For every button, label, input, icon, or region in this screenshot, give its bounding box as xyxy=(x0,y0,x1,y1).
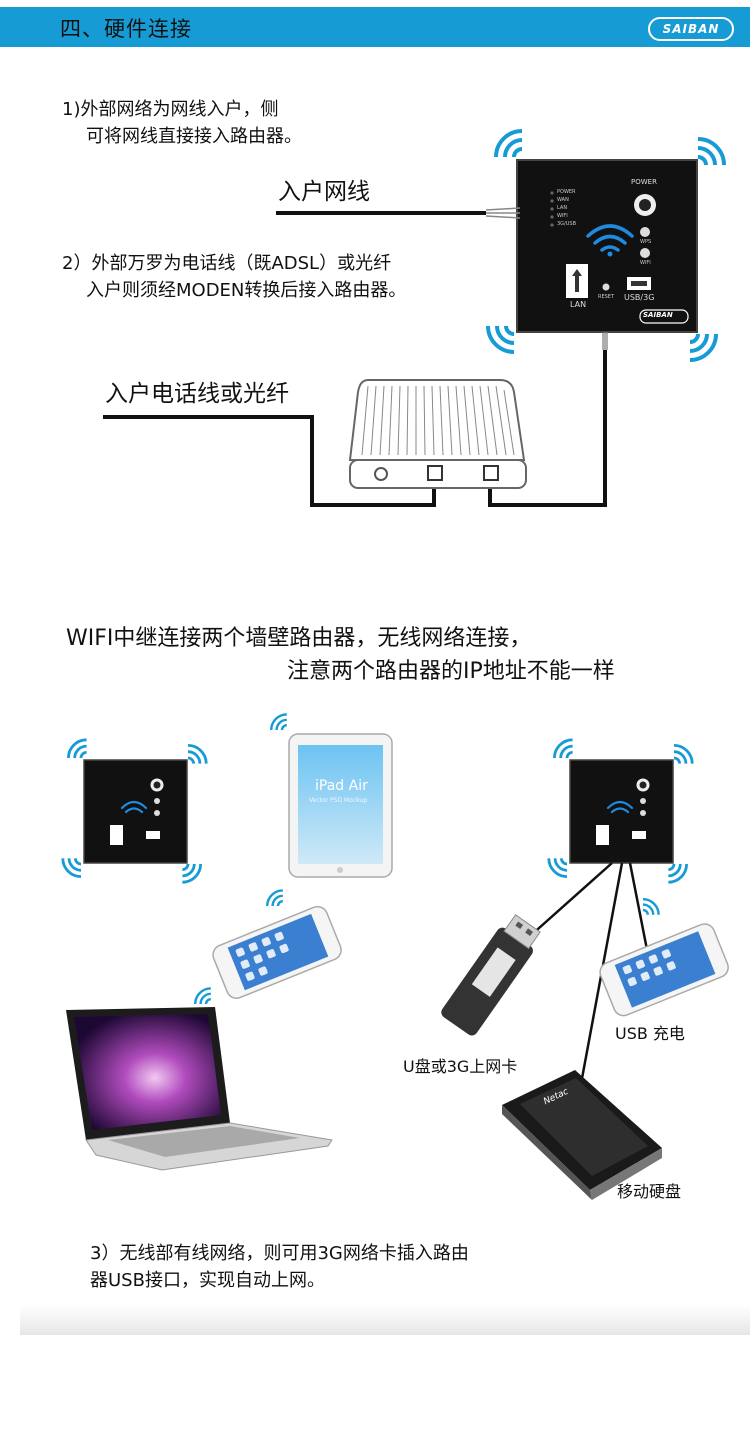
wifi-wave-icon xyxy=(266,889,284,908)
step1-line1: 1)外部网络为网线入户，侧 xyxy=(62,99,279,120)
wps-label: WPS xyxy=(640,239,652,245)
wall-router-left xyxy=(83,759,188,864)
bottom-shade xyxy=(20,1305,750,1335)
reset-button-icon xyxy=(602,283,610,291)
label-udisk: U盘或3G上网卡 xyxy=(403,1057,518,1076)
wifi-wave-icon xyxy=(61,857,83,878)
led-label-3gusb: 3G/USB xyxy=(557,221,577,227)
step3-line1: 3）无线部有线网络，则可用3G网络卡插入路由 xyxy=(90,1243,469,1264)
step3-line2: 器USB接口，实现自动上网。 xyxy=(90,1270,325,1291)
hard-drive-icon xyxy=(502,1070,662,1200)
modem-device xyxy=(348,379,527,489)
wifi-heading-line2: 注意两个路由器的IP地址不能一样 xyxy=(287,659,615,684)
label-cable: 入户网线 xyxy=(278,179,370,205)
wifi-button-icon xyxy=(640,248,650,258)
led-indicators xyxy=(550,191,554,227)
power-label: POWER xyxy=(631,178,657,186)
usb-label: USB/3G xyxy=(624,293,655,302)
wall-router-right xyxy=(569,759,674,864)
wifi-wave-icon xyxy=(667,862,688,884)
usb-stick-icon xyxy=(441,914,541,1036)
led-label-power: POWER xyxy=(557,189,576,195)
section-title: 四、硬件连接 xyxy=(60,17,192,41)
wifi-heading-line1: WIFI中继连接两个墙壁路由器，无线网络连接， xyxy=(66,626,532,651)
wifi-wave-icon xyxy=(186,744,208,765)
wifi-wave-icon xyxy=(193,987,213,1006)
macbook-laptop xyxy=(66,1007,333,1171)
modem-port-icon xyxy=(427,465,443,481)
brand-logo: SAIBAN xyxy=(648,17,734,41)
led-label-wifi: WIFI xyxy=(557,213,568,219)
iphone-left xyxy=(212,905,342,999)
step2-line2: 入户则须经MODEN转换后接入路由器。 xyxy=(86,280,407,301)
label-usb-charge: USB 充电 xyxy=(615,1024,685,1043)
wps-button-icon xyxy=(640,227,650,237)
wifi-wave-icon xyxy=(486,324,516,354)
wifi-wave-icon xyxy=(494,129,524,159)
wifi-wave-icon xyxy=(688,332,718,362)
label-phone-line: 入户电话线或光纤 xyxy=(105,381,289,407)
ipad-title: iPad Air xyxy=(315,778,368,794)
led-labels: POWER WAN LAN WIFI 3G/USB xyxy=(557,188,576,228)
reset-label: RESET xyxy=(598,294,615,300)
step2-line1: 2）外部万罗为电话线（既ADSL）或光纤 xyxy=(62,253,392,274)
wifi-wave-icon xyxy=(270,713,288,732)
wifi-icon xyxy=(586,224,634,252)
iphone-right xyxy=(599,923,729,1017)
wifi-wave-icon xyxy=(553,738,574,760)
step1-line2: 可将网线直接接入路由器。 xyxy=(86,126,302,147)
label-hdd: 移动硬盘 xyxy=(617,1182,682,1201)
wifi-wave-icon xyxy=(672,744,694,765)
wifi-wave-icon xyxy=(67,738,88,760)
modem-power-icon xyxy=(374,467,388,481)
panel-brand: SAIBAN xyxy=(643,311,673,319)
modem-port-icon xyxy=(483,465,499,481)
wifi-wave-icon xyxy=(696,137,726,167)
wifi-wave-icon xyxy=(547,857,569,878)
wifi-label: WIFI xyxy=(640,260,651,266)
wifi-wave-icon xyxy=(641,898,660,916)
led-label-lan: LAN xyxy=(557,205,568,211)
section-header-bar xyxy=(0,7,750,47)
lan-label: LAN xyxy=(570,300,587,309)
wifi-wave-icon xyxy=(180,862,203,884)
led-label-wan: WAN xyxy=(557,197,569,203)
ipad-subtitle: Vector PSD Mockup xyxy=(309,797,368,804)
